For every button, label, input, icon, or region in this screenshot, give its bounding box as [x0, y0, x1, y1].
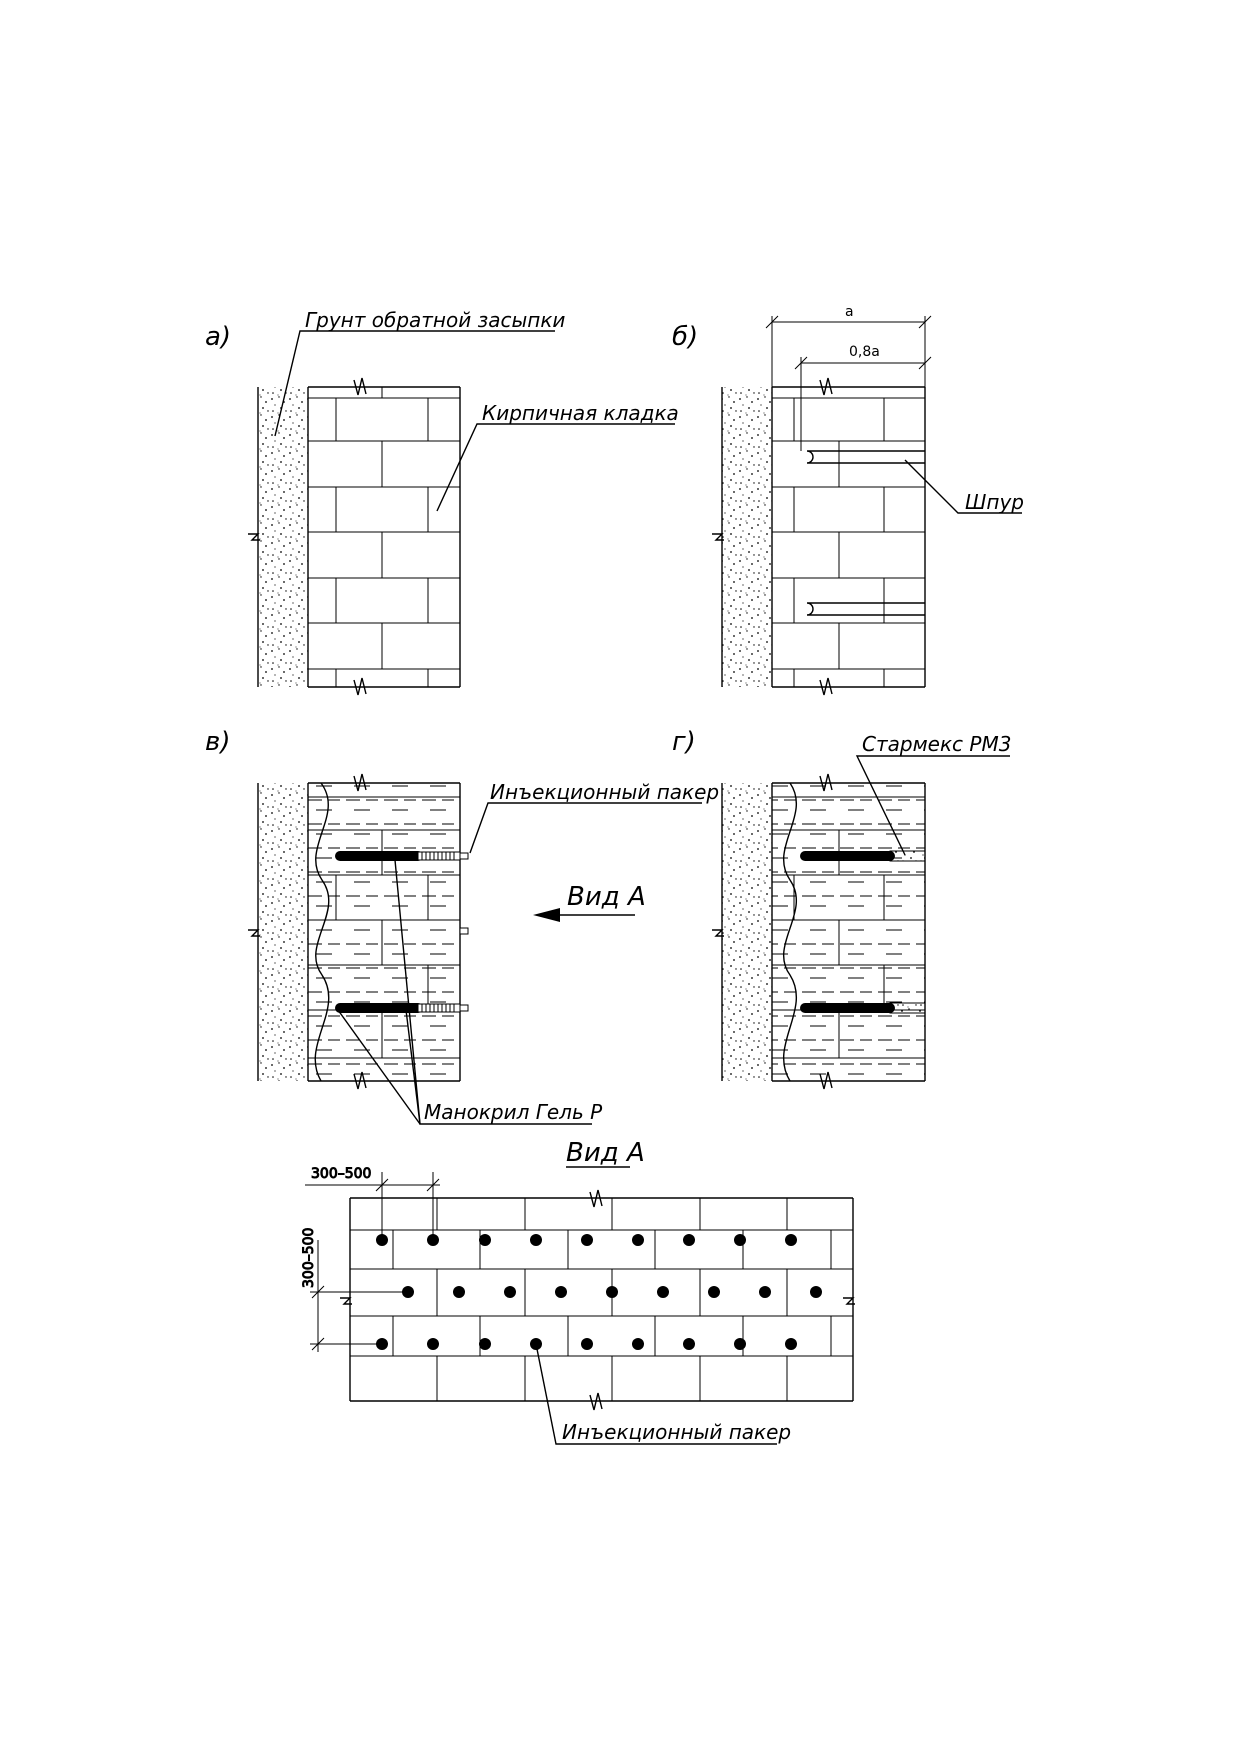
view-a-arrow: Вид А [533, 882, 646, 922]
label-manokril-gel: Манокрил Гель Р [424, 1100, 603, 1124]
panel-b: б) [672, 304, 1024, 696]
dim-a-text: а [845, 304, 854, 320]
panel-v: в) [205, 727, 719, 1125]
label-backfill-soil: Грунт обратной засыпки [305, 308, 565, 332]
injection-packer [335, 851, 469, 861]
packer-dot [632, 1338, 644, 1350]
dim-vertical-text: 300–500 [301, 1228, 317, 1288]
packer-stub [459, 927, 469, 935]
packer-dot [810, 1286, 822, 1298]
drill-hole [806, 450, 925, 464]
panel-a-tag: а) [205, 322, 231, 352]
dimension-08a: 0,8а [794, 344, 932, 451]
packer-dot [479, 1234, 491, 1246]
break-mark [248, 533, 260, 541]
injection-packer [335, 1003, 469, 1013]
backfill-soil [258, 387, 308, 687]
panel-g: г) [672, 727, 1011, 1090]
packer-dot [504, 1286, 516, 1298]
dimension-horizontal: 300–500 [305, 1166, 440, 1240]
packer-dot [606, 1286, 618, 1298]
packer-dot [530, 1234, 542, 1246]
view-a-arrow-label: Вид А [567, 882, 646, 912]
backfill-soil [258, 783, 308, 1081]
injection-front [783, 782, 797, 1082]
packer-dot [734, 1338, 746, 1350]
label-starmex: Стармекс РМ3 [862, 732, 1011, 756]
dimension-vertical: 300–500 [301, 1227, 408, 1352]
packer-dot [785, 1234, 797, 1246]
brick-wall-elevation [349, 1197, 854, 1402]
packer-dot [708, 1286, 720, 1298]
label-drill-hole: Шпур [965, 490, 1024, 514]
view-a: Вид А [301, 1138, 855, 1445]
packer-dot [759, 1286, 771, 1298]
brick-masonry [308, 387, 460, 687]
drill-hole [806, 602, 925, 616]
packer-dot [555, 1286, 567, 1298]
brick-courses [350, 1198, 853, 1401]
dimension-a: а [765, 304, 932, 387]
packer-dot [632, 1234, 644, 1246]
label-injection-packer-view: Инъекционный пакер [562, 1420, 791, 1444]
injected-zone [308, 783, 460, 1081]
injection-front [314, 782, 330, 1082]
backfill-soil [722, 783, 772, 1081]
label-injection-packer: Инъекционный пакер [490, 780, 719, 804]
filled-hole [800, 850, 926, 862]
packer-dot [734, 1234, 746, 1246]
packer-dot [581, 1338, 593, 1350]
packer-dot [479, 1338, 491, 1350]
panel-v-tag: в) [205, 727, 230, 757]
brick-masonry [772, 397, 925, 687]
filled-hole [800, 1002, 926, 1014]
packer-dot [581, 1234, 593, 1246]
packer-dot [785, 1338, 797, 1350]
dim-horizontal-text: 300–500 [311, 1166, 371, 1182]
injected-zone [772, 783, 925, 1081]
packer-grid [376, 1234, 822, 1350]
packer-dot [683, 1338, 695, 1350]
label-brick-masonry: Кирпичная кладка [482, 401, 679, 425]
panel-g-tag: г) [672, 727, 696, 757]
dim-08a-text: 0,8а [849, 344, 880, 360]
packer-dot [453, 1286, 465, 1298]
packer-dot [427, 1338, 439, 1350]
view-a-title: Вид А [566, 1138, 645, 1168]
packer-dot [657, 1286, 669, 1298]
backfill-soil [722, 387, 772, 687]
panel-a: а) Грунт об [205, 308, 679, 696]
panel-b-tag: б) [672, 322, 698, 352]
packer-dot [683, 1234, 695, 1246]
